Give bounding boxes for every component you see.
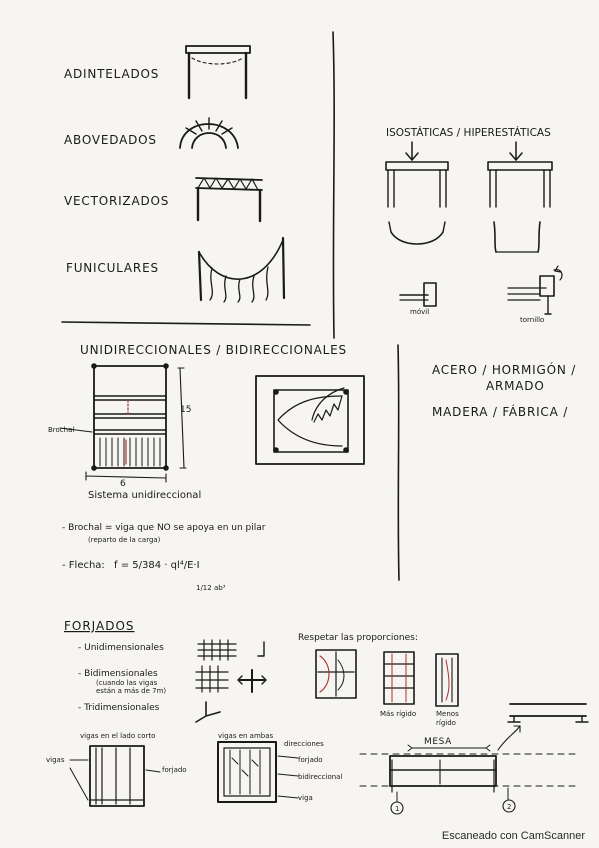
isohiper-title: ISOSTÁTICAS / HIPERESTÁTICAS <box>386 126 551 139</box>
forjados-uni: - Unidimensionales <box>78 643 164 653</box>
mas-rigido-label: Más rígido <box>380 710 416 718</box>
forjados-title: FORJADOS <box>64 619 135 633</box>
vigas-lado-corto-plan <box>70 746 160 806</box>
label-vectorizados: VECTORIZADOS <box>64 194 169 208</box>
bidimensional-icon <box>196 666 266 692</box>
point-1: 1 <box>395 805 399 813</box>
flecha-formula: f = 5/384 · ql⁴/E·I <box>114 560 200 571</box>
vectorizados-sketch <box>196 178 262 221</box>
scanner-footer: Escaneado con CamScanner <box>441 830 585 842</box>
viga-label: viga <box>298 794 313 802</box>
forjados-tri: - Tridimensionales <box>78 703 160 713</box>
mas-rigido-sketch <box>384 652 414 704</box>
materials-line3: MADERA / FÁBRICA / <box>432 404 568 419</box>
directional-title: UNIDIRECCIONALES / BIDIRECCIONALES <box>80 343 347 357</box>
proporciones-label: Respetar las proporciones: <box>298 633 418 643</box>
vigas-corto-label: vigas en el lado corto <box>80 732 155 740</box>
materials-line1: ACERO / HORMIGÓN / <box>432 362 576 377</box>
menos-rigido-sketch <box>436 654 458 706</box>
isostatica-frame <box>386 142 448 306</box>
unidireccional-plan <box>60 364 186 482</box>
adintelados-sketch <box>186 46 250 98</box>
hiperestatica-frame <box>488 142 562 314</box>
vigas-ambas-label-2: direcciones <box>284 740 324 748</box>
forjados-bi-note2: están a más de 7m) <box>96 687 166 695</box>
flecha-label: - Flecha: <box>62 560 105 571</box>
caption-tornillo: tornillo <box>520 316 544 324</box>
funiculares-sketch <box>199 238 284 302</box>
menos-rigido-label-2: rígido <box>436 719 456 727</box>
dim-side: 15 <box>180 405 191 415</box>
proporciones-square <box>316 650 356 698</box>
horizontal-divider <box>62 322 310 325</box>
dim-bottom: 6 <box>120 479 126 489</box>
brochal-note-1: - Brochal = viga que NO se apoya en un p… <box>62 523 266 533</box>
vigas-ambas-label-1: vigas en ambas <box>218 732 274 740</box>
forjado-label: forjado <box>162 766 187 774</box>
forjado-bi-label-2: bidireccional <box>298 773 342 781</box>
label-adintelados: ADINTELADOS <box>64 67 159 81</box>
flecha-formula-sub: 1/12 ab³ <box>196 584 226 592</box>
caption-movil: móvil <box>410 308 429 316</box>
vigas-ambas-plan <box>218 742 298 802</box>
vertical-divider-mid <box>398 345 399 580</box>
tridimensional-icon <box>196 702 220 722</box>
materials-line2: ARMADO <box>486 379 545 393</box>
vertical-divider-top <box>333 32 334 338</box>
forjado-bi-label-1: forjado <box>298 756 323 764</box>
unidimensional-icon <box>198 640 264 660</box>
system-caption: Sistema unidireccional <box>88 490 201 501</box>
label-funiculares: FUNICULARES <box>66 261 159 275</box>
menos-rigido-label-1: Menos <box>436 710 459 718</box>
mesa-section <box>360 726 578 814</box>
forjados-bi-note1: (cuando las vigas <box>96 679 158 687</box>
vigas-label: vigas <box>46 756 65 764</box>
bidireccional-plan <box>256 376 364 464</box>
mesa-label: MESA <box>424 737 452 747</box>
simple-beam-sketch <box>508 704 588 722</box>
point-2: 2 <box>507 803 511 811</box>
abovedados-sketch <box>180 118 238 148</box>
brochal-label: Brochal <box>48 426 74 434</box>
label-abovedados: ABOVEDADOS <box>64 133 157 147</box>
forjados-bi: - Bidimensionales <box>78 669 158 679</box>
brochal-note-2: (reparto de la carga) <box>88 536 161 544</box>
